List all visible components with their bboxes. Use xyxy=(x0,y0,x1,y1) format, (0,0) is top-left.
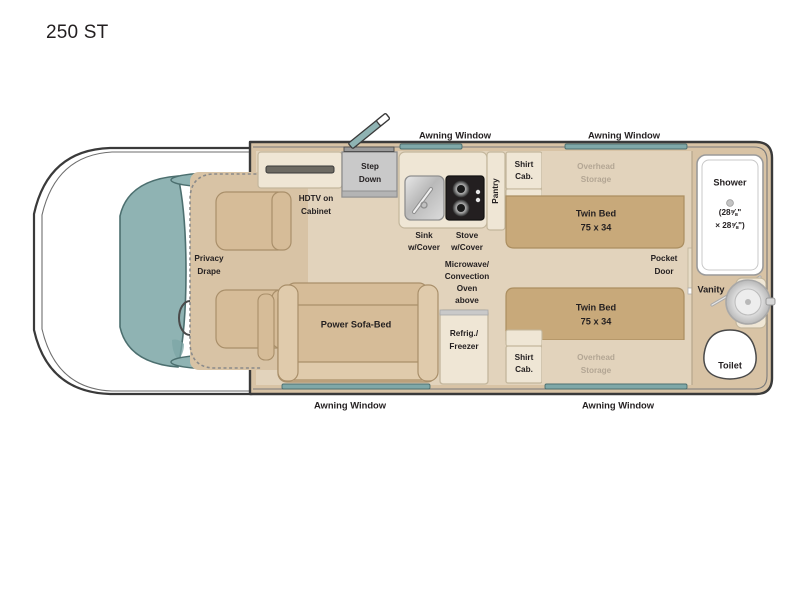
privacy-drape-label-line1: Privacy xyxy=(194,254,224,263)
shower-dim-line2: × 28⅝") xyxy=(715,221,745,230)
shirt-cab-lower-label-line1: Shirt xyxy=(515,353,534,362)
sink-label-line2: w/Cover xyxy=(407,243,441,252)
awning-window-top-right-label: Awning Window xyxy=(588,129,661,140)
stove-with-cover xyxy=(445,175,485,221)
awning-window-top-left-label: Awning Window xyxy=(419,129,492,140)
overhead-storage-upper-label-line1: Overhead xyxy=(577,162,615,171)
microwave-label-line4: above xyxy=(455,296,479,305)
step-down xyxy=(341,151,398,198)
step-down-label-line2: Down xyxy=(359,175,381,184)
shower-label: Shower xyxy=(713,177,747,187)
power-sofa-bed-label: Power Sofa-Bed xyxy=(321,319,391,329)
refrig-label-line1: Refrig./ xyxy=(450,329,479,338)
twin-bed-lower-label-line2: 75 x 34 xyxy=(581,316,613,326)
awning-window-bottom-right-label: Awning Window xyxy=(582,399,655,410)
awning-window-bottom-left-label: Awning Window xyxy=(314,399,387,410)
entry-door xyxy=(343,113,395,152)
microwave-label-line3: Oven xyxy=(457,284,477,293)
awning-window-top-right-glass xyxy=(564,143,688,150)
pocket-door-label-line1: Pocket xyxy=(651,254,678,263)
shirt-cabinet-lower xyxy=(505,329,543,384)
shirt-cab-lower-label-line2: Cab. xyxy=(515,365,533,374)
shirt-cab-upper-label-line1: Shirt xyxy=(515,160,534,169)
toilet xyxy=(703,329,757,380)
vanity-label: Vanity xyxy=(697,284,725,294)
overhead-storage-upper xyxy=(542,152,690,196)
lounge-post xyxy=(257,293,275,361)
refrigerator-freezer xyxy=(439,309,489,385)
power-sofa-bed xyxy=(277,282,439,383)
twin-bed-upper-label-line2: 75 x 34 xyxy=(581,222,613,232)
microwave-label-line2: Convection xyxy=(445,272,490,281)
overhead-storage-lower xyxy=(542,340,690,384)
captain-chair-top xyxy=(215,191,292,251)
page-title: 250 ST xyxy=(46,22,109,43)
shower-dim-line1: (28⅝" xyxy=(719,208,742,217)
refrig-label-line2: Freezer xyxy=(449,342,479,351)
overhead-storage-lower-label-line2: Storage xyxy=(581,366,612,375)
twin-bed-lower-label-line1: Twin Bed xyxy=(576,302,616,312)
pantry-label: Pantry xyxy=(491,178,500,204)
windshield xyxy=(119,175,187,368)
vanity xyxy=(725,277,776,329)
hdtv-label-line1: HDTV on xyxy=(299,194,334,203)
sink-with-cover xyxy=(404,175,445,221)
step-down-label-line1: Step xyxy=(361,162,379,171)
overhead-storage-upper-label-line2: Storage xyxy=(581,175,612,184)
sink-label-line1: Sink xyxy=(415,231,433,240)
awning-window-top-left-glass xyxy=(399,143,463,150)
overhead-storage-lower-label-line1: Overhead xyxy=(577,353,615,362)
hdtv-label-line2: Cabinet xyxy=(301,207,331,216)
stove-label-line1: Stove xyxy=(456,231,479,240)
shower xyxy=(696,154,764,276)
stove-label-line2: w/Cover xyxy=(450,243,484,252)
toilet-label: Toilet xyxy=(718,360,742,370)
pantry xyxy=(486,151,506,231)
awning-window-bottom-right-glass xyxy=(544,383,688,390)
twin-bed-upper xyxy=(505,195,685,249)
hdtv-cabinet xyxy=(257,151,343,189)
twin-bed-lower xyxy=(505,287,685,341)
shirt-cab-upper-label-line2: Cab. xyxy=(515,172,533,181)
microwave-label-line1: Microwave/ xyxy=(445,260,490,269)
privacy-drape-label-line2: Drape xyxy=(197,267,221,276)
privacy-drape-line xyxy=(189,173,262,369)
twin-bed-upper-label-line1: Twin Bed xyxy=(576,208,616,218)
awning-window-bottom-left-glass xyxy=(281,383,431,390)
pocket-door-label-line2: Door xyxy=(654,267,674,276)
